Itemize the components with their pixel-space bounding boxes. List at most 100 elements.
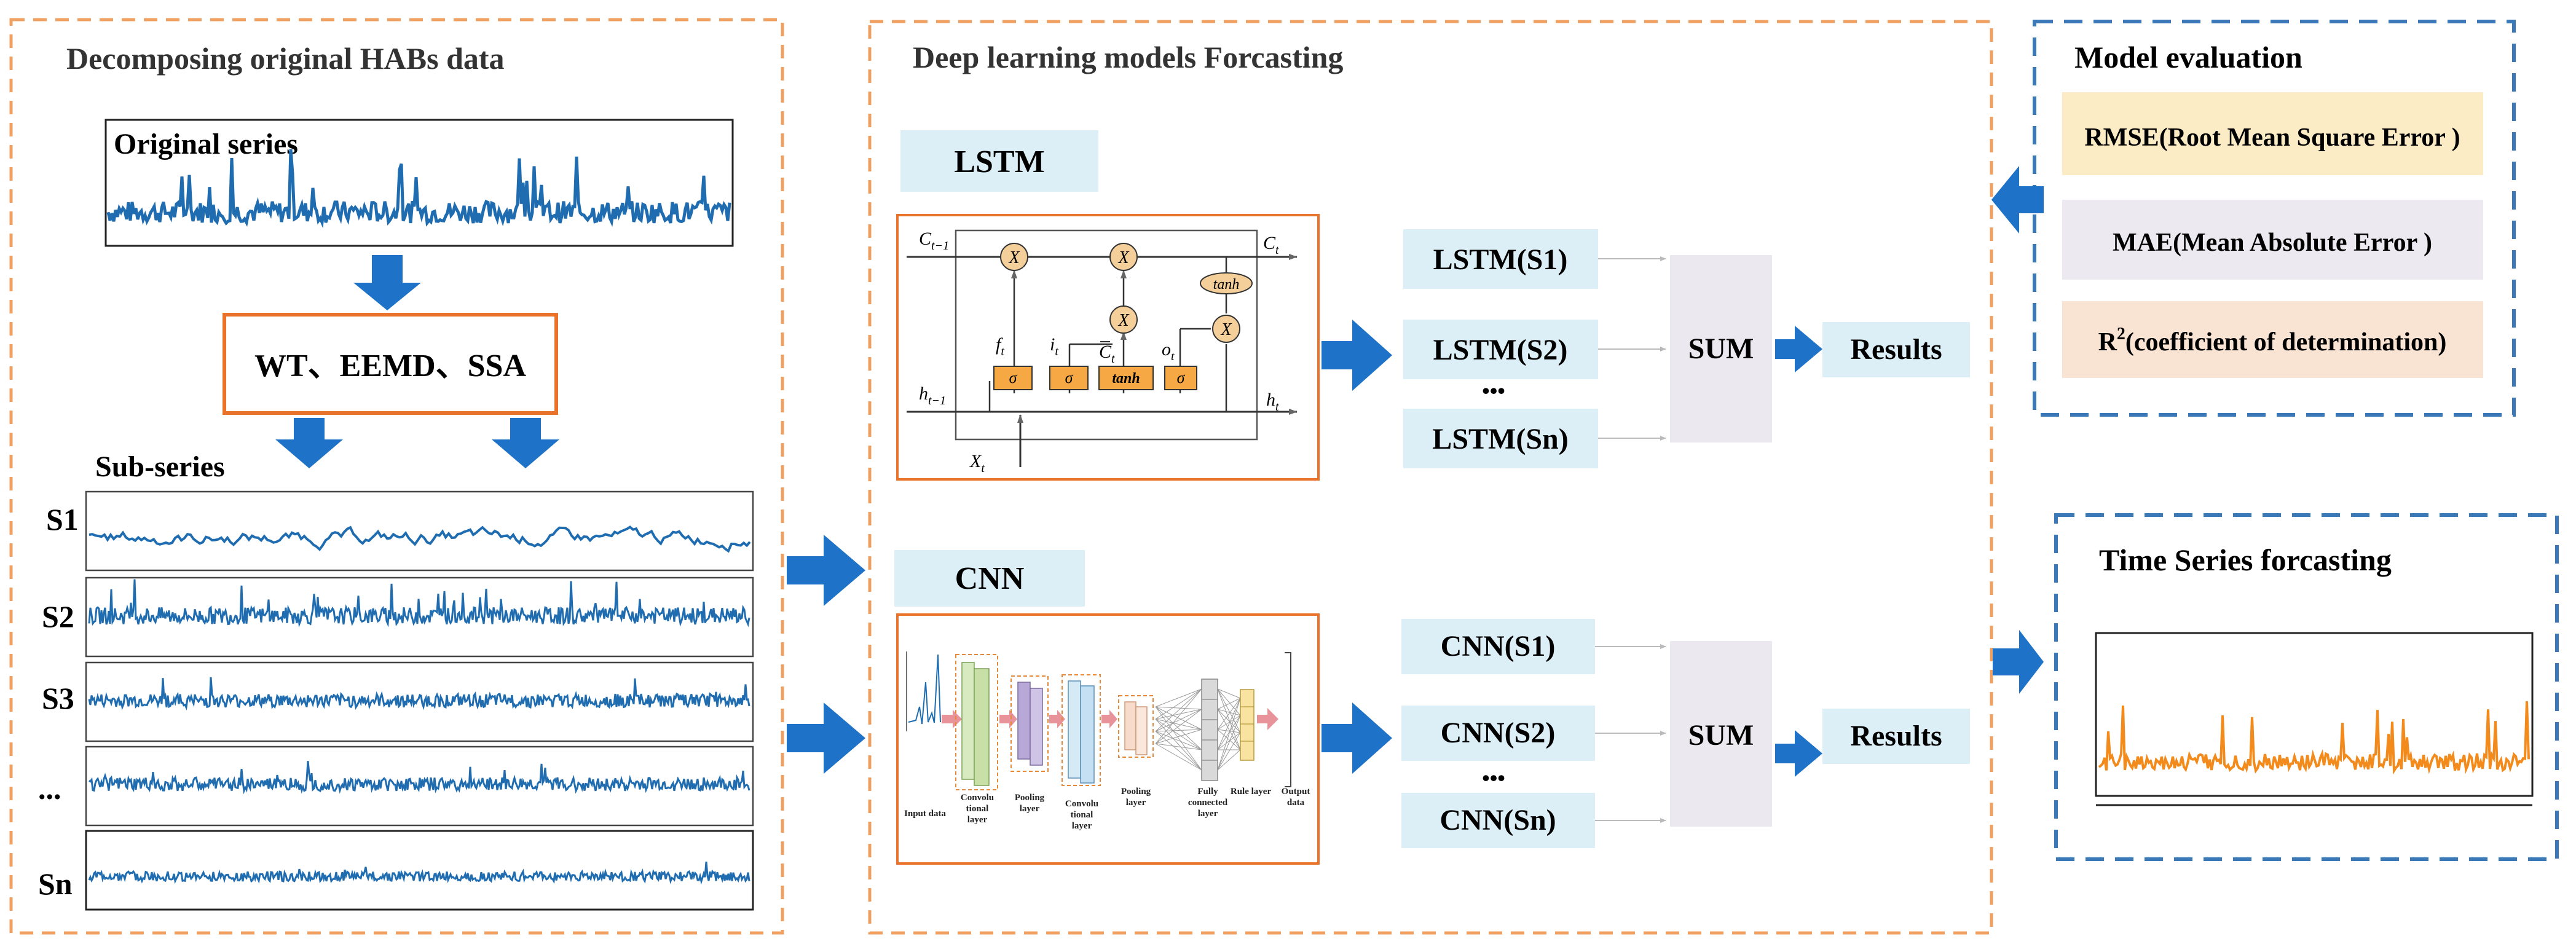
tanh-gate <box>1098 366 1154 390</box>
multiply-node <box>1000 243 1028 271</box>
subseries-plot <box>85 830 754 911</box>
lstm-cell-diagram: X X X X tanh σ σ tanh σ Ct−1 Ct ht−1 ht … <box>896 214 1320 481</box>
rmse-box <box>2062 92 2483 175</box>
lstm-output-box <box>1403 409 1598 468</box>
evaluation-panel: Model evaluation RMSE(Root Mean Square E… <box>2033 20 2516 417</box>
sigma-symbol: σ <box>1177 369 1186 387</box>
subseries-row: ... <box>38 745 754 827</box>
fc-connection <box>1155 743 1202 771</box>
cnn-layer-label: Rule layer <box>1231 787 1272 797</box>
fc-connection <box>1217 698 1241 710</box>
subseries-name: S3 <box>42 681 74 715</box>
fc-connection <box>1217 709 1241 733</box>
lstm-sum-label: SUM <box>1688 332 1754 365</box>
input-gate-label: it <box>1050 334 1058 358</box>
fc-connection <box>1217 732 1241 750</box>
forecast-plot <box>2095 632 2534 797</box>
lstm-output-label: LSTM(S2) <box>1433 334 1568 366</box>
fc-connection <box>1155 743 1202 750</box>
r2-box <box>2062 301 2483 378</box>
subseries-line <box>88 861 750 885</box>
subseries-row: S2 <box>42 576 754 658</box>
pool-feature-map <box>1017 682 1031 760</box>
lstm-results-label: Results <box>1850 333 1942 366</box>
cnn-architecture-diagram: Input data Convolu tional layer Pooling … <box>896 613 1320 865</box>
decompose-panel-border <box>9 18 784 935</box>
cnn-layer-label: Input data <box>904 809 946 819</box>
lstm-sum-box <box>1670 255 1772 443</box>
cnn-ellipsis: ••• <box>1482 766 1505 790</box>
cnn-layer-label: layer <box>1198 809 1218 819</box>
cnn-output-box <box>1401 793 1595 848</box>
fc-connection <box>1217 729 1241 750</box>
relu-layer <box>1240 689 1255 761</box>
arrow-down-icon <box>353 255 421 310</box>
fc-connection <box>1217 709 1241 750</box>
cnn-layer-label: layer <box>1126 798 1146 808</box>
original-series-plot <box>104 119 734 247</box>
cnn-output-box <box>1401 619 1595 674</box>
lstm-output-label: LSTM(S1) <box>1433 243 1568 276</box>
pool-feature-map <box>1135 706 1148 755</box>
arrow-left-icon <box>1991 166 2044 234</box>
arrow-right-icon <box>942 710 962 728</box>
cnn-layer-label: Convolu <box>1065 799 1098 809</box>
fc-connection <box>1217 688 1241 699</box>
cnn-layer-label: layer <box>967 815 988 825</box>
forecast-title: Deep learning models Forcasting <box>913 40 1343 74</box>
fc-connection <box>1217 698 1241 771</box>
lstm-ellipsis: ••• <box>1482 379 1505 403</box>
subseries-name: S2 <box>42 599 74 634</box>
cnn-layer-label: connected <box>1188 798 1228 808</box>
cnn-label-box <box>894 550 1085 607</box>
output-panel: Time Series forcasting <box>2054 513 2559 861</box>
arrow-right-icon <box>1321 702 1392 774</box>
cnn-results-box <box>1822 709 1970 764</box>
lstm-label: LSTM <box>954 144 1044 179</box>
fc-connection <box>1217 698 1241 750</box>
mae-label: MAE(Mean Absolute Error ) <box>2113 229 2432 257</box>
arrow-right-icon <box>787 535 865 606</box>
arrow-right-icon <box>1775 730 1822 777</box>
cnn-layer-label: Fully <box>1197 787 1218 797</box>
fc-connection <box>1155 688 1202 707</box>
r2-label: R2(coefficient of determination) <box>2098 325 2447 356</box>
decomposition-method-box <box>223 313 558 415</box>
arrow-down-icon <box>492 418 559 468</box>
cnn-diagram-frame <box>896 613 1320 865</box>
sigma-gate <box>1164 366 1197 390</box>
input-data-signal <box>908 654 941 725</box>
subseries-name: ... <box>38 771 61 806</box>
cnn-layer-label: Output <box>1282 787 1310 797</box>
cnn-output-label: CNN(Sn) <box>1440 804 1556 836</box>
fc-connection <box>1217 715 1241 750</box>
fc-layer <box>1201 679 1218 781</box>
rmse-label: RMSE(Root Mean Square Error ) <box>2084 124 2460 152</box>
subseries-row: Sn <box>38 830 754 911</box>
cnn-output-label: CNN(S1) <box>1441 630 1556 663</box>
fc-connection <box>1217 715 1241 771</box>
arrow-right-icon <box>999 710 1017 728</box>
cnn-output-box <box>1401 706 1595 761</box>
fc-connection <box>1155 709 1202 732</box>
lstm-results-box <box>1822 322 1970 377</box>
arrow-down-icon <box>275 418 343 468</box>
cnn-layer-label: Pooling <box>1121 787 1151 797</box>
lstm-cell-frame <box>896 214 1320 481</box>
conv-feature-map <box>961 662 975 780</box>
lstm-cell-inner <box>955 229 1258 441</box>
multiply-symbol: X <box>1008 248 1020 267</box>
arrow-right-icon <box>787 702 865 774</box>
sigma-gate <box>1049 366 1089 390</box>
cnn-layer-label: layer <box>1020 804 1040 814</box>
c-tilde-label: Ct <box>1099 342 1115 366</box>
conv-feature-map <box>1080 685 1095 784</box>
fc-connection <box>1217 688 1241 750</box>
pool-feature-map <box>1030 688 1043 766</box>
decompose-panel: Decomposing original HABs data Original … <box>9 18 784 935</box>
fc-connection <box>1217 698 1241 730</box>
fc-connection <box>1155 718 1202 730</box>
fully-connected-lines <box>1155 688 1241 771</box>
subseries-line <box>89 525 751 553</box>
